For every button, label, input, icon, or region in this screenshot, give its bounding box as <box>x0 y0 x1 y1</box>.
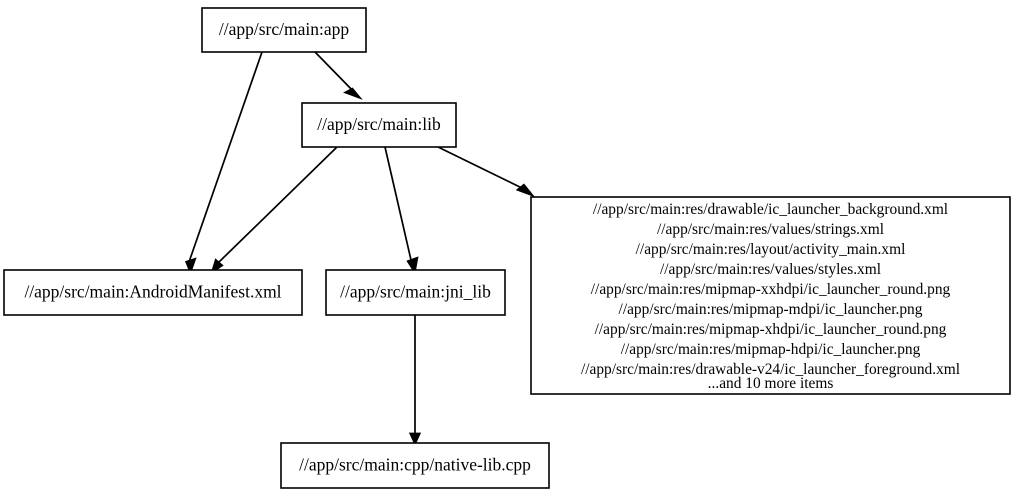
node-res-group[interactable]: //app/src/main:res/drawable/ic_launcher_… <box>530 196 1011 395</box>
res-group-line-6: //app/src/main:res/mipmap-mdpi/ic_launch… <box>619 301 923 318</box>
edge-lib-to-jni-lib <box>384 146 419 275</box>
res-group-line-3: //app/src/main:res/layout/activity_main.… <box>636 241 906 258</box>
node-layer: //app/src/main:app //app/src/main:lib //… <box>3 7 1011 489</box>
node-jni-lib-label: //app/src/main:jni_lib <box>340 282 491 302</box>
edge-lib-to-androidmanifest <box>210 146 338 275</box>
res-group-line-1: //app/src/main:res/drawable/ic_launcher_… <box>593 201 948 218</box>
edge-layer <box>184 51 536 446</box>
node-app[interactable]: //app/src/main:app <box>201 7 367 53</box>
edge-app-to-lib <box>314 51 363 100</box>
edge-jni-lib-to-native-lib <box>408 315 422 446</box>
res-group-line-8: //app/src/main:res/mipmap-hdpi/ic_launch… <box>621 341 921 358</box>
res-group-line-7: //app/src/main:res/mipmap-xhdpi/ic_launc… <box>595 321 947 338</box>
node-app-label: //app/src/main:app <box>219 19 349 39</box>
res-group-line-5: //app/src/main:res/mipmap-xxhdpi/ic_laun… <box>591 281 951 298</box>
node-jni-lib[interactable]: //app/src/main:jni_lib <box>325 269 506 316</box>
node-androidmanifest-label: //app/src/main:AndroidManifest.xml <box>24 282 281 302</box>
res-group-line-2: //app/src/main:res/values/strings.xml <box>657 221 884 238</box>
edge-app-to-androidmanifest <box>184 51 263 276</box>
res-group-line-10-more-items: ...and 10 more items <box>708 375 834 392</box>
node-androidmanifest[interactable]: //app/src/main:AndroidManifest.xml <box>3 269 303 316</box>
node-lib-label: //app/src/main:lib <box>317 114 441 134</box>
res-group-line-4: //app/src/main:res/values/styles.xml <box>660 261 881 278</box>
node-native-lib-cpp[interactable]: //app/src/main:cpp/native-lib.cpp <box>280 442 550 489</box>
node-native-lib-cpp-label: //app/src/main:cpp/native-lib.cpp <box>299 455 531 475</box>
edge-lib-to-res-group <box>437 146 536 198</box>
res-group-line-9: //app/src/main:res/drawable-v24/ic_launc… <box>581 361 960 378</box>
node-lib[interactable]: //app/src/main:lib <box>301 102 457 148</box>
